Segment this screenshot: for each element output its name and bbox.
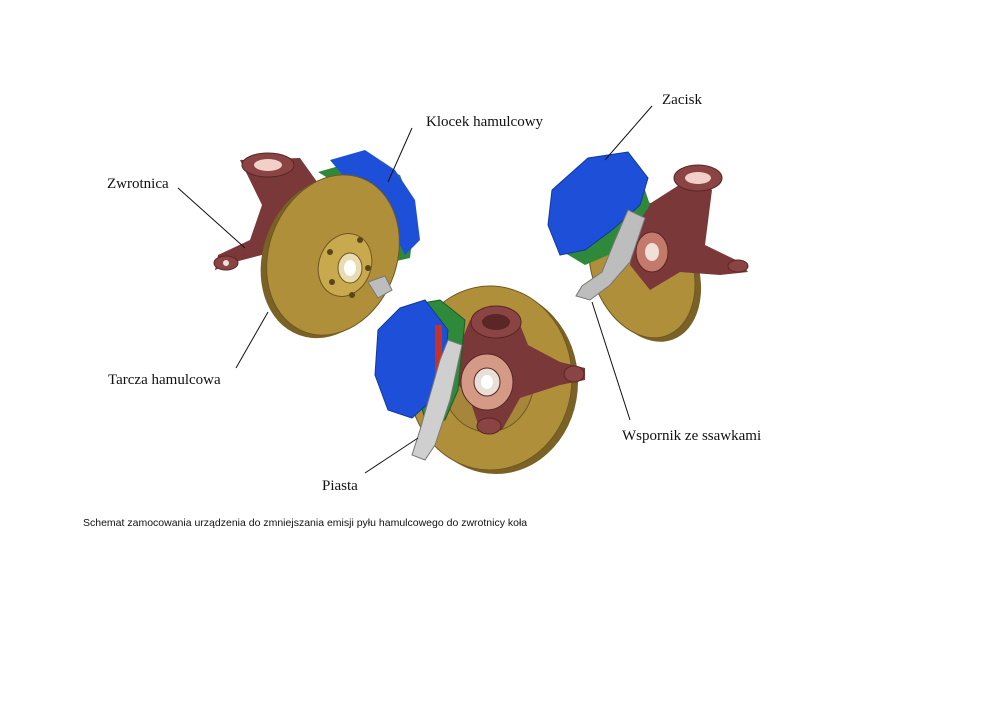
right-assembly <box>547 151 749 342</box>
bottom-assembly <box>374 285 585 474</box>
bottom-hub <box>460 353 514 411</box>
left-disc <box>260 174 400 339</box>
leader-zacisk <box>604 105 653 161</box>
label-zwrotnica: Zwrotnica <box>107 176 169 192</box>
right-bracket <box>575 209 646 301</box>
label-zacisk: Zacisk <box>662 92 702 108</box>
figure-caption: Schemat zamocowania urządzenia do zmniej… <box>83 517 528 529</box>
left-shaft <box>367 275 393 299</box>
left-assembly <box>213 150 420 339</box>
label-wspornik-ze-ssawkami: Wspornik ze ssawkami <box>622 428 761 444</box>
bottom-bracket <box>411 339 463 461</box>
right-knuckle <box>630 164 749 290</box>
label-piasta: Piasta <box>322 478 358 494</box>
leader-zwrotnica <box>177 187 246 249</box>
label-klocek-hamulcowy: Klocek hamulcowy <box>426 114 544 130</box>
label-tarcza-hamulcowa: Tarcza hamulcowa <box>108 372 221 388</box>
leader-tarcza <box>235 311 269 369</box>
leader-piasta <box>364 437 419 474</box>
leader-klocek <box>387 127 413 183</box>
leader-wspornik <box>591 301 631 421</box>
bottom-pad <box>435 325 442 395</box>
